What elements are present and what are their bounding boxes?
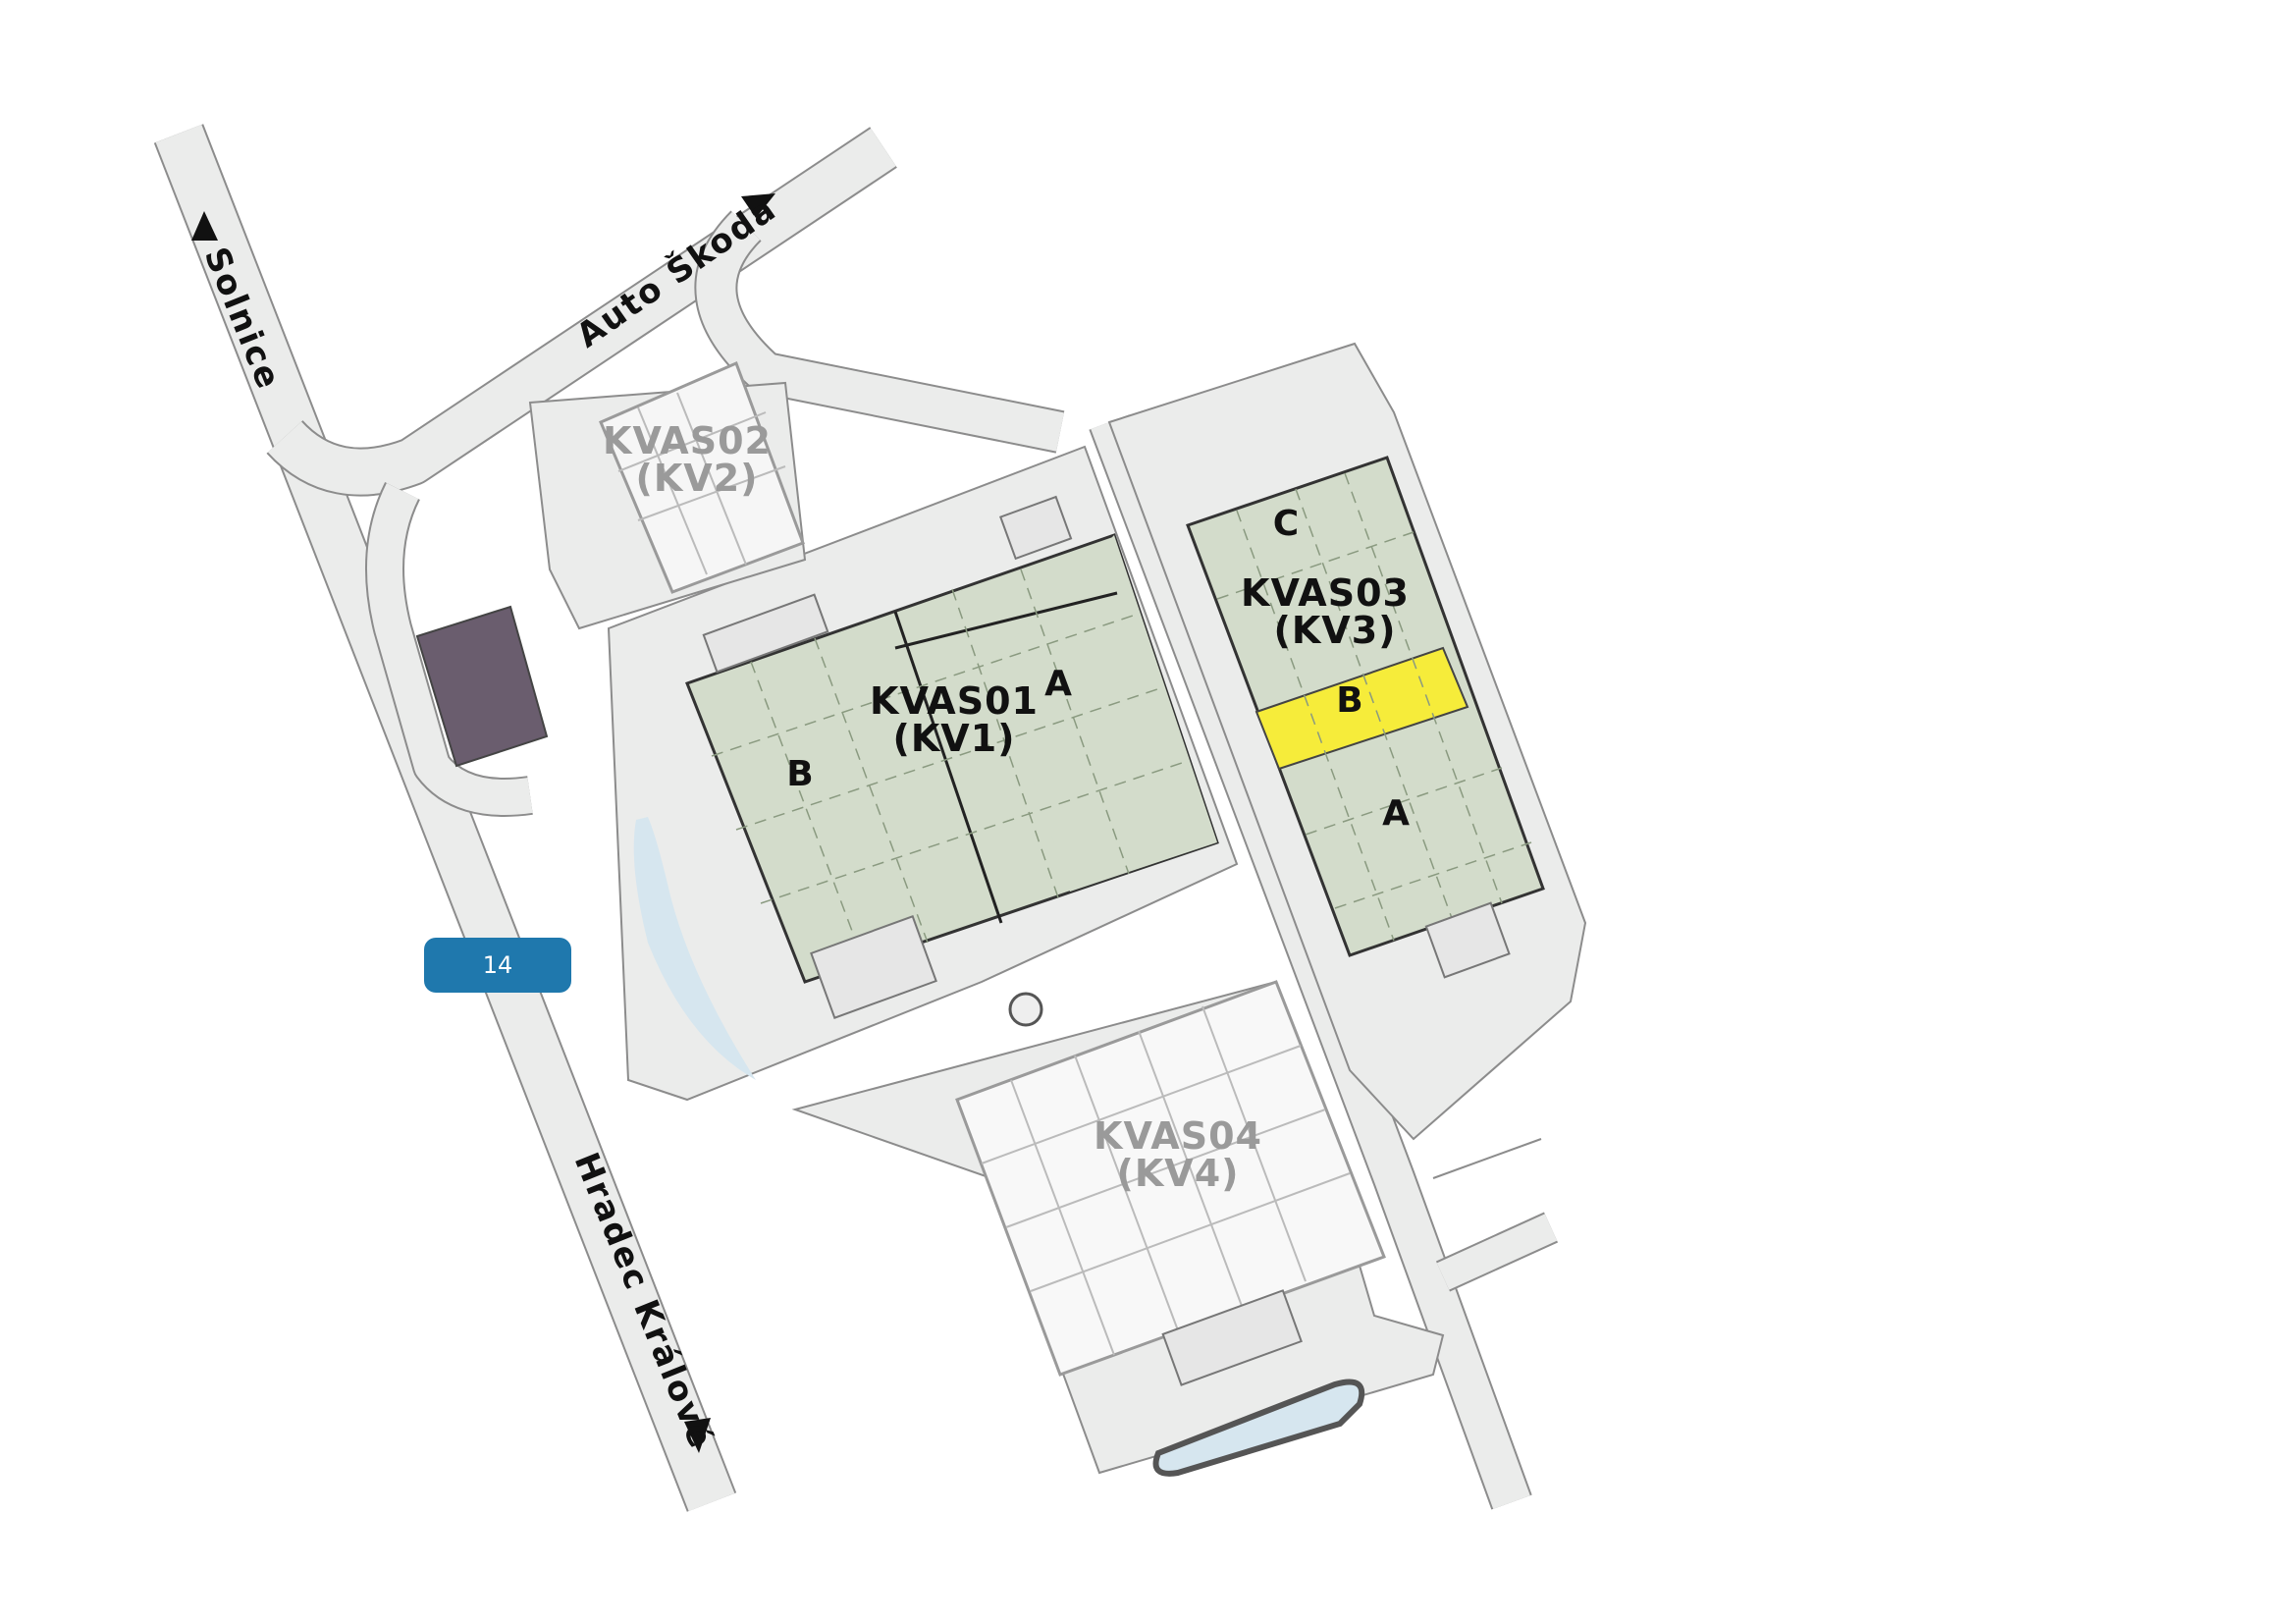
kvas03-code: (KV3): [1273, 609, 1396, 652]
kvas01-section-b: B: [786, 754, 813, 794]
kvas01-name: KVAS01: [870, 679, 1039, 723]
arrow-northeast-icon: [741, 193, 775, 218]
kvas04-code: (KV4): [1116, 1152, 1239, 1195]
kvas04-name: KVAS04: [1094, 1114, 1262, 1158]
kvas01-section-a: A: [1044, 664, 1072, 704]
arrow-north-icon: [191, 211, 218, 241]
kvas04-grid: [981, 1005, 1351, 1356]
kvas03-name: KVAS03: [1241, 571, 1410, 615]
kvas01-code: (KV1): [892, 717, 1015, 760]
kvas02-code: (KV2): [635, 457, 758, 500]
building-kvas03[interactable]: [1186, 456, 1545, 957]
kvas03-section-b-highlight[interactable]: [1255, 646, 1469, 771]
dark-building: [415, 605, 549, 768]
arrow-south-icon: [684, 1418, 711, 1453]
loading-docks: [702, 495, 1511, 1386]
map-number-badge[interactable]: 14: [424, 938, 571, 993]
kvas01-grid: [711, 568, 1189, 963]
road-label-hradec-kralove: Hradec Králové: [566, 1147, 721, 1454]
pond-south: [1152, 1379, 1365, 1477]
building-kvas02[interactable]: [599, 360, 805, 594]
kvas03-section-a: A: [1382, 793, 1410, 834]
kvas03-grid: [1216, 472, 1532, 942]
direction-arrows: [191, 193, 775, 1453]
kvas02-name: KVAS02: [603, 419, 772, 462]
tank: [1008, 992, 1043, 1027]
water-features: [633, 817, 1365, 1477]
building-kvas01[interactable]: [685, 533, 1219, 984]
kvas03-section-b: B: [1336, 680, 1362, 721]
pond-west: [633, 817, 756, 1080]
kvas03-section-c: C: [1273, 504, 1299, 544]
building-kvas04[interactable]: [955, 980, 1386, 1377]
